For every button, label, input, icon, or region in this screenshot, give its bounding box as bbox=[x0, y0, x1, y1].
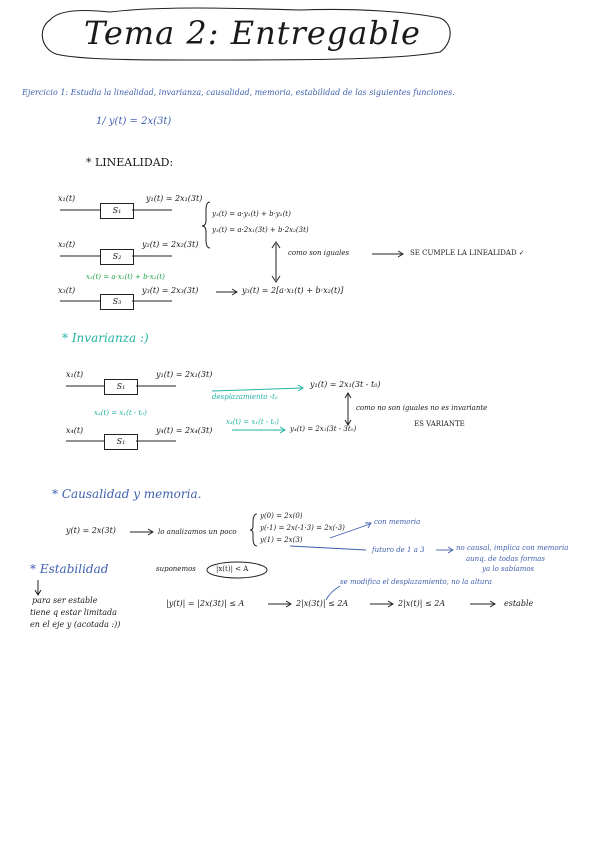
lin-brace-line2: y₃(t) = a·2x₁(3t) + b·2x₂(3t) bbox=[212, 226, 309, 234]
caus-b1: y(0) = 2x(0) bbox=[260, 512, 303, 520]
lin-x3: x₃(t) bbox=[58, 286, 76, 295]
inv-y4-text: y₄(t) = 2x₄(3t) bbox=[156, 426, 213, 435]
caus-no-causal-2: aunq. de todas formas bbox=[466, 555, 546, 563]
lin-y1: y₁(t) = 2x₁(3t) bbox=[146, 194, 202, 203]
inv-desplazamiento: desplazamiento -t₀ bbox=[212, 393, 278, 401]
lin-s2-box: S₂ bbox=[100, 249, 134, 265]
lin-y3: y₃(t) = 2x₃(3t) bbox=[142, 286, 199, 295]
caus-con-memoria: con memoria bbox=[374, 518, 421, 526]
est-note-3: en el eje y (acotada :)) bbox=[30, 620, 121, 629]
caus-no-causal-1: no causal, implica con memoria bbox=[456, 544, 569, 552]
lin-x1: x₁(t) bbox=[58, 194, 76, 203]
est-supongamos: suponemos bbox=[156, 565, 196, 573]
est-modifica: se modifica el desplazamiento, no la alt… bbox=[340, 578, 492, 586]
lin-x2: x₂(t) bbox=[58, 240, 76, 249]
function-item-1: 1/ y(t) = 2x(3t) bbox=[96, 116, 172, 127]
lin-s3-box: S₃ bbox=[100, 294, 134, 310]
caus-no-causal-3: ya lo sabíamos bbox=[482, 565, 535, 573]
lin-conclusion: SE CUMPLE LA LINEALIDAD ✓ bbox=[410, 249, 525, 257]
inv-x4-def: x₄(t) = x₁(t - t₀) bbox=[94, 409, 147, 417]
lin-s1-box: S₁ bbox=[100, 203, 134, 219]
inv-y1: y₁(t) = 2x₁(3t) bbox=[156, 370, 213, 379]
inv-x1: x₁(t) bbox=[66, 370, 84, 379]
inv-y4: y₄(t) = 2x₄(3t) bbox=[156, 426, 212, 435]
inv-no-iguales: como no son iguales no es invariante bbox=[356, 404, 488, 412]
caus-futuro: futuro de 1 a 3 bbox=[372, 546, 425, 554]
inv-y4-result: y₄(t) = 2x₁(3t - 3t₀) bbox=[290, 425, 357, 433]
title-border bbox=[41, 7, 451, 61]
invarianza-heading: * Invarianza :) bbox=[62, 331, 149, 345]
est-bound: |x(t)| < A bbox=[216, 565, 249, 573]
lin-y3-result: y₃(t) = 2[a·x₁(t) + b·x₂(t)] bbox=[242, 286, 344, 295]
caus-eq: y(t) = 2x(3t) bbox=[66, 526, 116, 535]
caus-b3: y(1) = 2x(3) bbox=[260, 536, 303, 544]
caus-b2: y(-1) = 2x(-1·3) = 2x(-3) bbox=[260, 524, 345, 532]
lin-x3-def: x₃(t) = a·x₁(t) + b·x₂(t) bbox=[86, 273, 165, 281]
est-chain-2: 2|x(3t)| ≤ 2A bbox=[296, 599, 349, 608]
estabilidad-heading: * Estabilidad bbox=[30, 562, 109, 576]
inv-x4: x₄(t) bbox=[66, 426, 84, 435]
lin-y1-text: y₁(t) = 2x₁(3t) bbox=[146, 194, 203, 203]
linealidad-heading: * LINEALIDAD: bbox=[86, 156, 174, 169]
inv-conclusion: ES VARIANTE bbox=[414, 420, 465, 428]
exercise-statement: Ejercicio 1: Estudia la linealidad, inva… bbox=[22, 88, 455, 97]
est-estable: estable bbox=[504, 599, 534, 608]
inv-s4-box: S₁ bbox=[104, 434, 138, 450]
est-note-1: para ser estable bbox=[32, 596, 98, 605]
lin-como-iguales: como son iguales bbox=[288, 249, 350, 257]
page-title: Tema 2: Entregable bbox=[84, 14, 421, 52]
causalidad-heading: * Causalidad y memoria. bbox=[52, 487, 202, 501]
inv-s1-box: S₁ bbox=[104, 379, 138, 395]
caus-arrow-text: lo analizamos un poco bbox=[158, 528, 237, 536]
est-chain-3: 2|x(t)| ≤ 2A bbox=[398, 599, 446, 608]
lin-y2: y₂(t) = 2x₂(3t) bbox=[142, 240, 199, 249]
inv-y1-shift: y₁(t) = 2x₁(3t - t₀) bbox=[310, 380, 381, 389]
inv-x4-sub: x₄(t) = x₁(t - t₀) bbox=[226, 418, 279, 426]
est-chain-1: |y(t)| = |2x(3t)| ≤ A bbox=[166, 599, 245, 608]
est-note-2: tiene q estar limitada bbox=[30, 608, 117, 617]
lin-brace-line1: y₃(t) = a·y₁(t) + b·y₂(t) bbox=[212, 210, 291, 218]
